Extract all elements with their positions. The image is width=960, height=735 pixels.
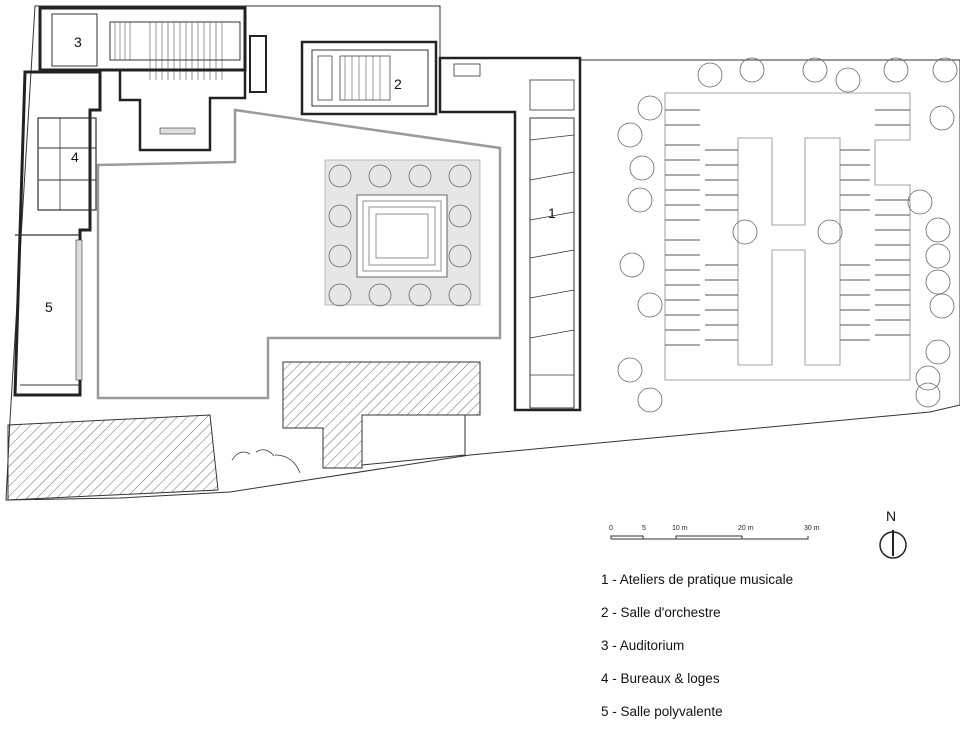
central-square: [324, 159, 481, 306]
trees: [328, 57, 958, 413]
parking: [664, 92, 911, 381]
scale-tick-20: 20 m: [738, 525, 754, 532]
legend-item-3: 3 - Auditorium: [601, 638, 685, 653]
legend-item-1: 1 - Ateliers de pratique musicale: [601, 572, 794, 587]
west-wing: [13, 70, 102, 397]
entrance-doors: [231, 449, 301, 474]
scale-tick-5: 5: [642, 525, 646, 532]
courtyard-outline: [96, 108, 502, 400]
north-arrow: N: [879, 508, 907, 559]
room-number-1: 1: [548, 205, 556, 221]
legend: 1 - Ateliers de pratique musicale 2 - Sa…: [601, 570, 793, 735]
legend-item-2: 2 - Salle d'orchestre: [601, 605, 721, 620]
scale-tick-30: 30 m: [804, 525, 820, 532]
scale-tick-10: 10 m: [672, 525, 688, 532]
room-number-2: 2: [394, 76, 402, 92]
legend-item-5: 5 - Salle polyvalente: [601, 704, 723, 719]
room-number-5: 5: [45, 299, 53, 315]
legend-item-4: 4 - Bureaux & loges: [601, 671, 720, 686]
scale-tick-0: 0: [609, 525, 613, 532]
auditorium: [38, 6, 267, 152]
hatched-building-south-west: [7, 414, 219, 501]
music-workshops: [438, 56, 582, 412]
room-number-3: 3: [74, 34, 82, 50]
room-number-4: 4: [71, 149, 79, 165]
scale-bar: 0 5 10 m 20 m 30 m: [609, 525, 820, 540]
north-label: N: [886, 508, 896, 524]
south-annex: [361, 414, 466, 466]
orchestra-hall: [300, 40, 438, 116]
